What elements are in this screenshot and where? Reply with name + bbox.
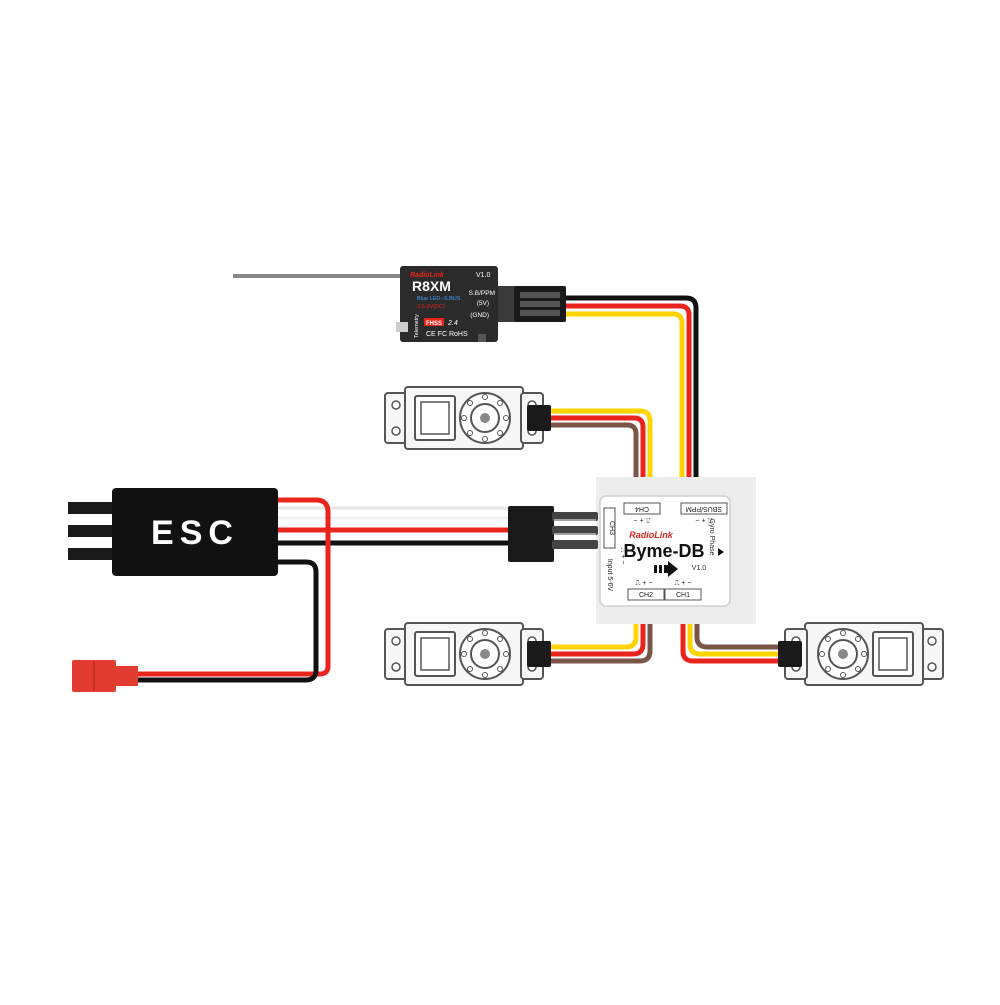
servo-icon xyxy=(384,386,544,450)
receiver-led-text: Blue LED--S.BUS xyxy=(417,296,461,302)
sbus-label: SBUS/PPM xyxy=(686,505,722,512)
top-servo-cable xyxy=(550,408,653,496)
receiver-fhss-label: FHSS xyxy=(426,321,442,327)
esc-module: ESC xyxy=(68,488,278,576)
receiver-voltage: 3.5-9V(DC) xyxy=(417,304,445,310)
right-servo-cable xyxy=(680,605,780,664)
receiver-pin-gnd: (GND) xyxy=(470,312,489,319)
esc-motor-lead-3 xyxy=(68,548,116,560)
receiver: RadioLink V1.0 R8XM Blue LED--S.BUS 3.5-… xyxy=(233,266,566,342)
ch1-label: CH1 xyxy=(676,592,690,599)
receiver-side-label: Telemetry xyxy=(414,314,420,338)
servo-icon xyxy=(784,622,944,686)
sbus-pin-marks: ⎍ + − xyxy=(696,516,713,523)
battery-plug-nose xyxy=(114,666,138,686)
esc-motor-lead-2 xyxy=(68,525,116,537)
receiver-cert: CE FC RoHS xyxy=(426,331,468,338)
sbus-port xyxy=(680,502,728,515)
ch3-pin-marks: ⎍ + − xyxy=(619,548,626,565)
right-servo-plug xyxy=(778,641,802,667)
receiver-cable xyxy=(563,295,699,496)
ch3-connector xyxy=(508,506,598,562)
receiver-pin-power: (5V) xyxy=(477,300,489,307)
controller: CH4 ⎍ + − SBUS/PPM ⎍ + − CH3 ⎍ + − Input… xyxy=(596,477,756,624)
ch1-port xyxy=(664,588,702,601)
gyro-phase-indicator xyxy=(718,548,724,556)
esc-label: ESC xyxy=(151,514,239,552)
ch3-label: CH3 xyxy=(608,521,615,535)
receiver-pin-header xyxy=(498,286,516,322)
receiver-brand: RadioLink xyxy=(410,272,445,279)
receiver-button xyxy=(478,334,486,342)
gyro-phase-label: Gyro Phase xyxy=(708,519,715,556)
ch4-pin-marks: ⎍ + − xyxy=(634,516,651,523)
esc-body xyxy=(112,488,278,576)
receiver-usb-port xyxy=(396,322,408,332)
ch4-port xyxy=(623,502,661,515)
ch3-port xyxy=(603,507,616,549)
top-servo-plug xyxy=(527,405,551,431)
servo-icon xyxy=(384,622,544,686)
ch1-pin-marks: ⎍ + − xyxy=(675,580,692,587)
controller-model: Byme-DB xyxy=(623,541,704,561)
left-servo-cable xyxy=(550,605,653,664)
receiver-band: 2.4 xyxy=(447,320,458,327)
battery-plug xyxy=(72,660,138,692)
receiver-fhss-badge xyxy=(424,318,444,326)
ch2-port xyxy=(627,588,665,601)
left-servo-plug xyxy=(527,641,551,667)
ch2-pin-marks: ⎍ + − xyxy=(636,580,653,587)
ch3-plug-housing xyxy=(508,506,554,562)
esc-signal-cable xyxy=(276,506,508,546)
controller-brand: RadioLink xyxy=(629,530,673,540)
ch4-label: CH4 xyxy=(635,505,649,512)
esc-battery-leads xyxy=(138,497,331,683)
controller-body xyxy=(599,495,731,607)
receiver-pin-sbus: S.B/PPM xyxy=(469,290,495,297)
receiver-model: R8XM xyxy=(412,278,451,294)
esc-motor-lead-1 xyxy=(68,502,116,514)
ch2-label: CH2 xyxy=(639,592,653,599)
input-voltage-label: Input 5-6V xyxy=(606,559,613,592)
controller-version: V1.0 xyxy=(692,565,707,572)
receiver-version: V1.0 xyxy=(476,272,491,279)
direction-arrow-icon xyxy=(654,561,678,577)
